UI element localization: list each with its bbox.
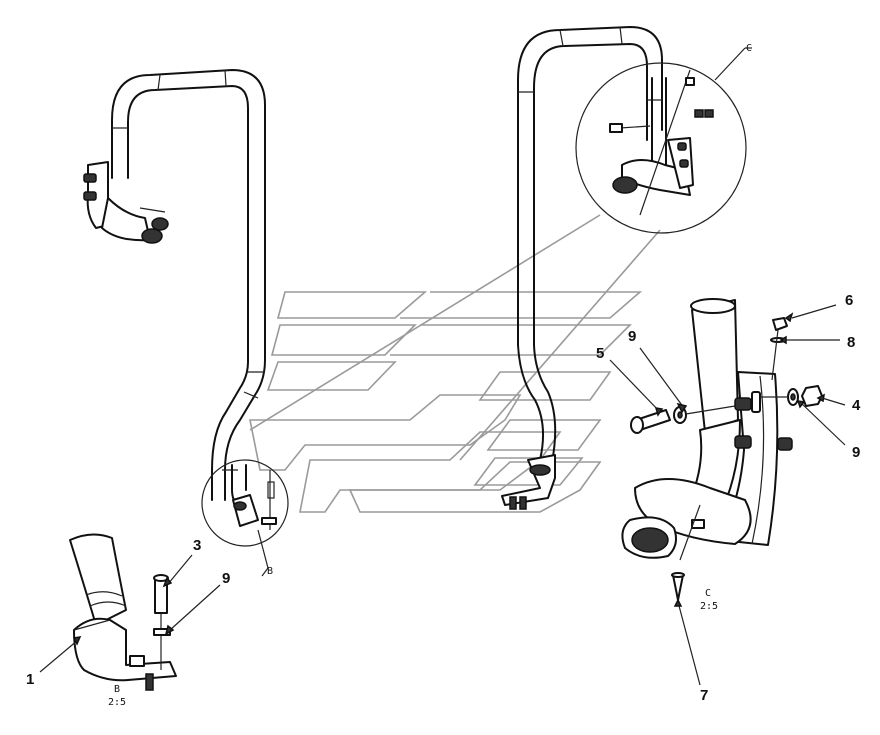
detail-circle-c [575,47,752,234]
detail-b-title: B [114,684,120,695]
callout-1: 1 [26,671,34,688]
detail-b-reference-letter: B [267,566,273,577]
callout-5: 5 [596,345,604,362]
detail-c-reference-letter: C [746,43,752,54]
callout-7: 7 [700,687,708,704]
detail-c-leader-lines [249,214,661,461]
callout-3: 3 [193,537,201,554]
detail-circle-b [201,459,289,577]
callout-6: 6 [845,292,853,309]
callout-9-left: 9 [222,570,230,587]
detail-c-assembly [621,298,823,601]
left-handrail [83,69,266,501]
callout-8: 8 [847,334,855,351]
detail-c-scale: 2:5 [700,601,718,612]
detail-b-scale: 2:5 [108,697,126,708]
detail-c-title: C [705,588,711,599]
callout-9-right: 9 [852,444,860,461]
callout-4: 4 [852,397,861,414]
detail-b-assembly [69,533,177,691]
callout-9-top: 9 [628,328,636,345]
watermark-logo [249,291,643,513]
right-handrail [501,26,663,510]
callout-leader-lines [39,304,846,686]
